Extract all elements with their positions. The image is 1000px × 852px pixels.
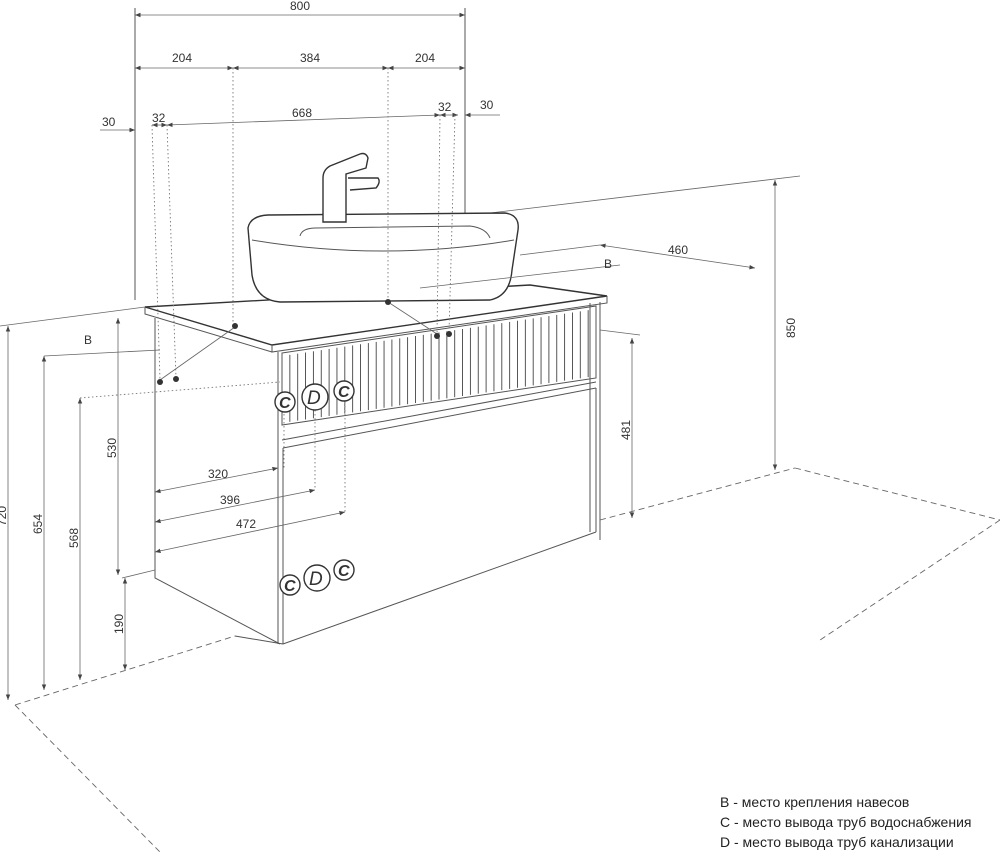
dim-offset-right: 30 [480,98,494,112]
dim-side-left: 204 [172,51,192,65]
dim-hinge-left: 32 [152,111,166,125]
left-dimensions [0,306,281,700]
svg-text:D: D [307,388,321,409]
legend-item-c: C - место вывода труб водоснабжения [720,814,972,830]
svg-text:C: C [284,578,296,595]
dim-320: 320 [208,467,228,481]
dim-front-height: 481 [619,420,633,440]
dim-396: 396 [220,493,240,507]
marker-d-lower: D [303,564,331,592]
cabinet-body [154,302,601,645]
dim-total-width: 800 [290,0,310,13]
dim-hinge-span: 668 [292,106,312,120]
dim-hinge-right: 32 [438,100,452,114]
svg-text:D: D [309,569,323,590]
marker-c-upper-right: C [333,380,355,402]
svg-text:C: C [338,384,350,401]
dim-total-height: 850 [784,318,798,338]
dim-472: 472 [236,517,256,531]
dim-654: 654 [31,514,45,534]
marker-c-upper-left: C [274,391,296,413]
depth-dimension [419,243,756,289]
legend-item-b: B - место крепления навесов [720,794,910,810]
legend-item-d: D - место вывода труб канализации [720,834,954,850]
dim-offset-left: 30 [102,115,116,129]
dim-530: 530 [105,438,119,458]
dim-depth: 460 [668,243,688,257]
marker-b-right: B [604,257,612,271]
right-dimensions [599,180,778,518]
marker-b-left: B [84,333,92,347]
top-dimensions [100,12,500,381]
svg-text:C: C [338,563,350,580]
marker-c-lower-right: C [333,559,355,581]
dim-190: 190 [112,614,126,634]
pipe-markers: C D C C D C [274,380,355,596]
fluted-drawer-front [289,310,589,422]
dim-side-right: 204 [415,51,435,65]
basin [247,212,519,303]
svg-text:C: C [279,395,291,412]
dim-568: 568 [67,528,81,548]
legend: B - место крепления навесов C - место вы… [720,792,971,852]
wall-outline [134,8,801,300]
dim-720: 720 [0,506,9,526]
marker-d-upper: D [301,383,329,411]
dimension-labels: 800 204 384 204 30 32 668 32 30 460 B B … [0,0,798,634]
marker-c-lower-left: C [279,574,301,596]
hinge-points [157,299,452,385]
faucet [322,152,380,223]
dim-center: 384 [300,51,320,65]
pipe-dimensions [154,394,346,554]
